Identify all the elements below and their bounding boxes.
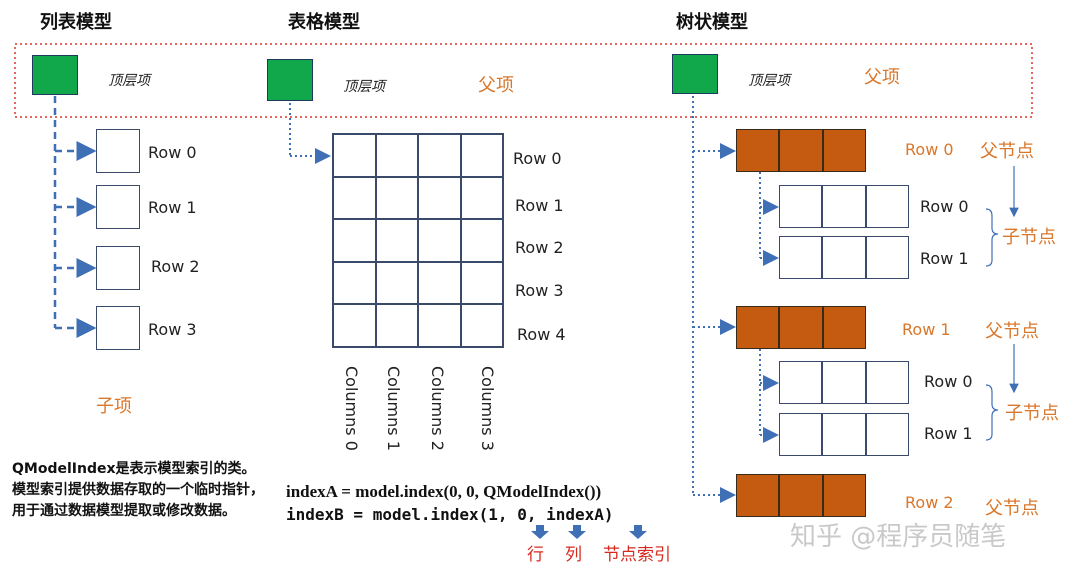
list-row-box	[96, 129, 140, 173]
parent-node-label: 父节点	[985, 498, 1039, 519]
child-node-label: 子节点	[1005, 403, 1059, 424]
child-item-label: 子项	[96, 396, 132, 417]
code-line-indexA: indexA = model.index(0, 0, QModelIndex()…	[286, 482, 602, 501]
title-list-model: 列表模型	[40, 12, 112, 33]
table-row-label: Row 3	[515, 281, 564, 300]
table-grid	[332, 133, 504, 348]
list-row-label: Row 3	[148, 320, 197, 339]
parent-node-label: 父节点	[985, 321, 1039, 342]
tree-child-row-label: Row 1	[920, 249, 969, 268]
tree-connectors	[692, 96, 779, 503]
tree-parent-row	[736, 306, 866, 349]
arg-node-index-label: 节点索引	[603, 545, 671, 565]
list-top-item	[32, 55, 78, 95]
parent-node-label: 父节点	[980, 141, 1034, 162]
list-row-label: Row 0	[148, 143, 197, 162]
table-top-label: 顶层项	[343, 79, 385, 95]
tree-child-row	[779, 361, 909, 404]
tree-child-row-label: Row 0	[920, 197, 969, 216]
table-row-label: Row 1	[515, 196, 564, 215]
table-connector	[289, 103, 331, 164]
tree-parent-row-label: Row 2	[905, 493, 954, 512]
child-node-label: 子节点	[1002, 227, 1056, 248]
arg-row-label: 行	[527, 545, 544, 565]
tree-child-row-label: Row 0	[924, 372, 973, 391]
arg-column-label: 列	[565, 545, 582, 565]
table-column-label: Columns 0	[342, 366, 361, 451]
table-top-item	[267, 59, 313, 101]
list-row-box	[96, 185, 140, 229]
tree-top-item	[672, 54, 718, 94]
tree-top-label: 顶层项	[748, 73, 790, 89]
table-row-label: Row 4	[517, 325, 566, 344]
table-column-label: Columns 1	[384, 366, 403, 451]
table-column-label: Columns 3	[478, 366, 497, 451]
tree-parent-row	[736, 129, 866, 172]
list-row-box	[96, 246, 140, 290]
tree-parent-row-label: Row 0	[905, 140, 954, 159]
arg-arrows	[531, 525, 647, 539]
list-top-label: 顶层项	[108, 73, 150, 89]
list-connectors	[53, 96, 97, 338]
qmodelindex-note: QModelIndex是表示模型索引的类。模型索引提供数据存取的一个临时指针，用…	[12, 461, 264, 519]
table-row-label: Row 0	[513, 149, 562, 168]
child-braces	[985, 208, 999, 441]
table-row-label: Row 2	[515, 238, 564, 257]
tree-parent-label: 父项	[864, 67, 900, 88]
tree-child-row-label: Row 1	[924, 424, 973, 443]
tree-parent-row-label: Row 1	[902, 320, 951, 339]
tree-child-row	[779, 413, 909, 456]
tree-parent-row	[736, 474, 866, 517]
tree-child-row	[779, 185, 909, 228]
tree-child-row	[779, 236, 909, 279]
list-row-label: Row 2	[151, 257, 200, 276]
code-line-indexB: indexB = model.index(1, 0, indexA)	[286, 505, 614, 524]
title-table-model: 表格模型	[288, 12, 360, 33]
table-parent-label: 父项	[478, 75, 514, 96]
list-row-label: Row 1	[148, 198, 197, 217]
table-column-label: Columns 2	[428, 366, 447, 451]
list-row-box	[96, 306, 140, 350]
title-tree-model: 树状模型	[676, 12, 748, 33]
watermark: 知乎 @程序员随笔	[790, 522, 1007, 552]
